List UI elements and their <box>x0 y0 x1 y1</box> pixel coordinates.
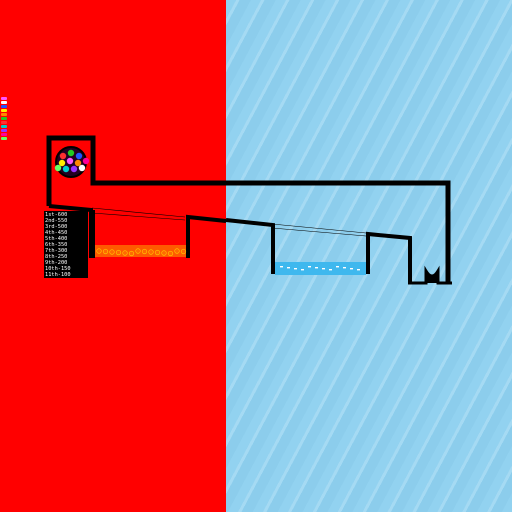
water-sparkle <box>350 268 353 270</box>
finish-funnel <box>408 265 452 285</box>
marble <box>67 149 75 157</box>
lava-bubble <box>154 249 161 256</box>
lava-bubbles <box>96 248 187 257</box>
lava-bubble <box>115 249 122 256</box>
lava-bubble <box>167 250 174 257</box>
water-sparkle <box>287 267 290 269</box>
legend-chip <box>1 125 7 128</box>
marble <box>59 152 67 160</box>
water-sparkle <box>308 266 311 268</box>
lava-bubble <box>174 248 180 254</box>
leaderboard: 1st-600 2nd-550 3rd-500 4th-450 5th-400 … <box>44 211 88 278</box>
marble <box>54 164 62 172</box>
legend-chip <box>1 101 7 104</box>
lava-pit-walls <box>91 210 227 258</box>
legend-chip <box>1 121 7 124</box>
marble <box>58 159 66 167</box>
water-pool <box>275 262 366 275</box>
leaderboard-entry: 5th-400 <box>45 236 68 242</box>
leaderboard-entry: 10th-150 <box>45 266 71 272</box>
guide-rail <box>271 223 367 234</box>
legend-chip <box>1 97 7 100</box>
lava-bubble <box>128 250 135 257</box>
marble <box>78 164 86 172</box>
marbles-group <box>54 149 90 173</box>
lava-bubble <box>109 249 115 255</box>
marble <box>70 165 78 173</box>
legend-chip <box>1 105 7 108</box>
leaderboard-entry: 6th-350 <box>45 242 68 248</box>
marble <box>74 159 82 167</box>
ramp-to-water <box>225 218 275 274</box>
water-sparkle <box>343 267 346 269</box>
guide-rail <box>91 207 186 218</box>
water-sparkles <box>280 266 360 271</box>
lava-bubble <box>102 248 109 255</box>
water-sparkle <box>322 268 325 270</box>
lava-bubble <box>141 248 148 255</box>
legend-chip <box>1 129 7 132</box>
leaderboard-entry: 1st-600 <box>45 212 68 218</box>
spawn-box <box>46 135 451 283</box>
lava-bubble <box>96 248 102 254</box>
water-sparkle <box>315 267 318 269</box>
leaderboard-entry: 3rd-500 <box>45 224 68 230</box>
lava-bubble <box>161 250 167 256</box>
marble <box>75 152 83 160</box>
legend-chip <box>1 117 7 120</box>
water-sparkle <box>336 266 339 268</box>
water-sparkle <box>280 266 283 268</box>
leaderboard-entry: 8th-250 <box>45 254 68 260</box>
guide-rail <box>91 212 186 221</box>
leaderboard-entry: 7th-300 <box>45 248 68 254</box>
legend-chip <box>1 109 7 112</box>
lava-bubble <box>180 248 187 255</box>
leaderboard-entry: 9th-200 <box>45 260 68 266</box>
leaderboard-entry: 11th-100 <box>45 272 71 278</box>
leaderboard-entry: 2nd-550 <box>45 218 68 224</box>
water-sparkle <box>301 269 304 271</box>
marble <box>82 157 90 165</box>
leaderboard-entry: 4th-450 <box>45 230 68 236</box>
water-pit-walls <box>366 231 412 283</box>
side-color-legend <box>1 97 8 140</box>
legend-chip <box>1 137 7 140</box>
marble <box>66 157 74 165</box>
water-sparkle <box>329 269 332 271</box>
lava-bubble <box>148 249 154 255</box>
guide-rail <box>271 227 367 237</box>
legend-chip <box>1 133 7 136</box>
water-sparkle <box>294 268 297 270</box>
lava-bubble <box>122 250 128 256</box>
water-sparkle <box>357 269 360 271</box>
lava-bubble <box>135 248 141 254</box>
marble <box>62 165 70 173</box>
legend-chip <box>1 113 7 116</box>
